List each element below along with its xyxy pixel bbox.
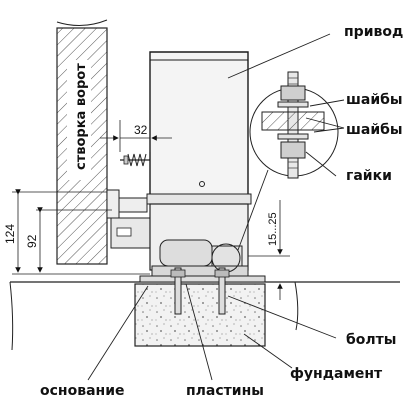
base-plate <box>139 275 266 283</box>
detail-connector <box>237 169 269 251</box>
offset-value: 32 <box>134 123 148 137</box>
leader-lines <box>87 33 345 381</box>
label-nuts: гайки <box>346 168 392 184</box>
label-washers-1: шайбы <box>346 92 403 108</box>
spring-bolt <box>120 153 150 167</box>
label-washers-2: шайбы <box>346 122 403 138</box>
height-total-value: 124 <box>3 224 17 244</box>
gate-leaf <box>56 27 108 265</box>
label-gate-leaf: створка ворот <box>74 63 89 170</box>
gate-break-line <box>56 19 108 26</box>
dimension-gap: 15...25 <box>248 200 290 300</box>
gap-range-value: 15...25 <box>267 212 279 246</box>
anchor-bolts <box>170 267 230 315</box>
dimension-offset: 32 <box>100 120 172 152</box>
gearbox <box>149 203 249 277</box>
drive-housing <box>146 51 252 205</box>
height-mount-value: 92 <box>25 234 39 248</box>
label-drive: привод <box>344 24 403 40</box>
label-plates: пластины <box>186 383 264 399</box>
label-bolts: болты <box>346 332 396 348</box>
label-foundation: фундамент <box>290 366 383 382</box>
dimension-heights: 124 92 <box>3 189 150 275</box>
detail-bolt-assembly <box>261 71 325 179</box>
gate-bracket <box>106 189 152 249</box>
label-base: основание <box>40 383 125 399</box>
